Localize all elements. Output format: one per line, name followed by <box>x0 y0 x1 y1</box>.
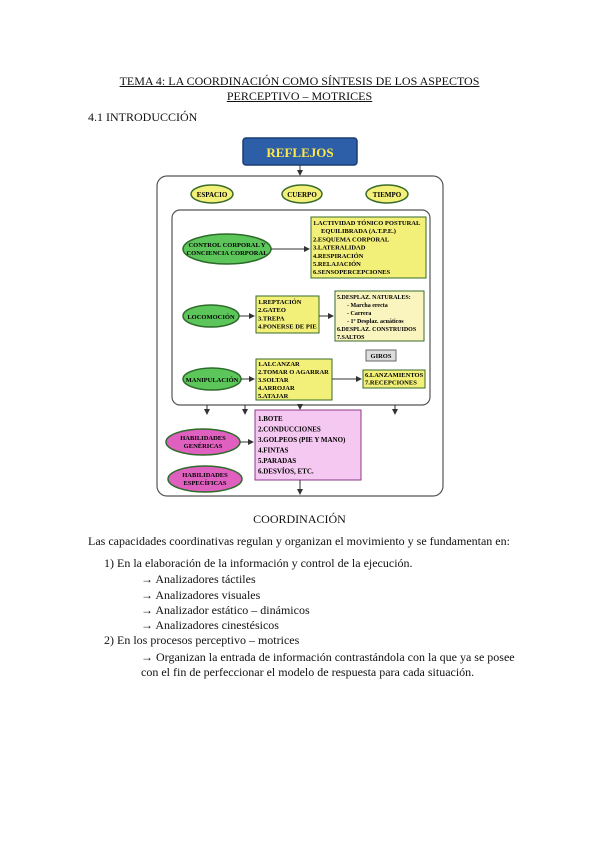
locomocion-items-box <box>255 295 320 334</box>
control-label-1: CONTROL CORPORAL Y <box>188 242 265 249</box>
sub-item: → Organizan la entrada de información co… <box>141 650 515 679</box>
oval-tiempo-label: TIEMPO <box>373 191 402 199</box>
locomocion-label: LOCOMOCIÓN <box>187 313 235 321</box>
intro-paragraph: Las capacidades coordinativas regulan y … <box>88 534 510 548</box>
page-title-line1: TEMA 4: LA COORDINACIÓN COMO SÍNTESIS DE… <box>119 74 480 88</box>
diagram-caption: COORDINACIÓN <box>253 512 346 526</box>
control-item: 1.ACTIVIDAD TÓNICO POSTURAL <box>313 219 421 227</box>
giros-box <box>365 349 397 362</box>
control-item: 2.ESQUEMA CORPORAL <box>313 236 390 243</box>
manipulacion-items-box <box>255 358 333 401</box>
manipulacion-item: 4.ARROJAR <box>258 385 295 392</box>
list-item-2: 2) En los procesos perceptivo – motrices <box>104 633 300 647</box>
list-item-1: 1) En la elaboración de la información y… <box>104 556 413 570</box>
genericas-label-1: HABILIDADES <box>180 435 226 442</box>
habilidad-item: 5.PARADAS <box>258 457 296 465</box>
locomocion-item: 4.PONERSE DE PIE <box>258 324 317 331</box>
sub-item: → Analizadores visuales <box>141 588 261 602</box>
control-item: 4.RESPIRACIÓN <box>313 252 364 260</box>
lanzamiento-item: 6.LANZAMIENTOS <box>365 372 424 379</box>
giros-label: GIROS <box>371 353 392 360</box>
control-item: EQUILIBRADA (A.T.P.E.) <box>321 228 396 235</box>
control-label-2: CONCIENCIA CORPORAL <box>186 250 268 257</box>
sub-item: → Analizador estático – dinámicos <box>141 603 310 617</box>
control-item: 6.SENSOPERCEPCIONES <box>313 269 390 276</box>
desplaz-item: - Carrera <box>347 311 371 317</box>
habilidad-item: 1.BOTE <box>258 415 283 423</box>
control-items-box <box>310 216 427 279</box>
oval-cuerpo <box>281 184 323 204</box>
manipulacion-item: 5.ATAJAR <box>258 393 289 400</box>
desplaz-item: 5.DESPLAZ. NATURALES: <box>337 295 411 301</box>
oval-espacio-label: ESPACIO <box>197 191 228 199</box>
locomocion-item: 1.REPTACIÓN <box>258 298 302 306</box>
oval-cuerpo-label: CUERPO <box>287 191 317 199</box>
genericas-label-2: GENÉRICAS <box>184 442 223 450</box>
section-heading: 4.1 INTRODUCCIÓN <box>88 110 198 124</box>
lanzamiento-items-box <box>362 369 426 389</box>
especificas-label-1: HABILIDADES <box>182 472 228 479</box>
desplaz-items-box <box>334 290 425 342</box>
sub-item: → Analizadores cinestésicos <box>141 618 279 632</box>
habilidad-item: 2.CONDUCCIONES <box>258 426 321 434</box>
desplaz-item: 7.SALTOS <box>337 335 365 341</box>
reflejos-label: REFLEJOS <box>266 145 333 160</box>
lanzamiento-item: 7.RECEPCIONES <box>365 380 417 387</box>
locomocion-item: 3.TREPA <box>258 315 285 322</box>
manipulacion-item: 1.ALCANZAR <box>258 361 300 368</box>
desplaz-item: 6.DESPLAZ. CONSTRUIDOS <box>337 327 417 333</box>
locomocion-item: 2.GATEO <box>258 307 286 314</box>
control-item: 5.RELAJACIÓN <box>313 260 361 268</box>
control-item: 3.LATERALIDAD <box>313 245 366 252</box>
habilidades-items-box <box>254 409 362 481</box>
outer-frame <box>156 175 444 497</box>
coordination-diagram: REFLEJOS ESPACIO CUERPO TIEMPO CONTROL C… <box>156 137 444 497</box>
oval-tiempo <box>365 184 409 204</box>
manipulacion-label: MANIPULACIÓN <box>186 376 239 384</box>
desplaz-item: - Marcha erecta <box>347 303 388 309</box>
oval-habilidades-especificas <box>167 465 243 493</box>
habilidad-item: 6.DESVÍOS, ETC. <box>258 468 314 476</box>
oval-habilidades-genericas <box>165 428 241 456</box>
oval-control-corporal <box>182 233 272 265</box>
desplaz-item: - 1º Desplaz. acuáticos <box>347 319 404 325</box>
manipulacion-item: 3.SOLTAR <box>258 377 289 384</box>
habilidad-item: 3.GOLPEOS (PIE Y MANO) <box>258 436 346 444</box>
page-title-line2: PERCEPTIVO – MOTRICES <box>226 89 373 103</box>
habilidad-item: 4.FINTAS <box>258 447 289 455</box>
sub-item: → Analizadores táctiles <box>141 572 256 586</box>
especificas-label-2: ESPECÍFICAS <box>184 479 227 487</box>
manipulacion-item: 2.TOMAR O AGARRAR <box>258 369 329 376</box>
oval-espacio <box>190 184 234 204</box>
